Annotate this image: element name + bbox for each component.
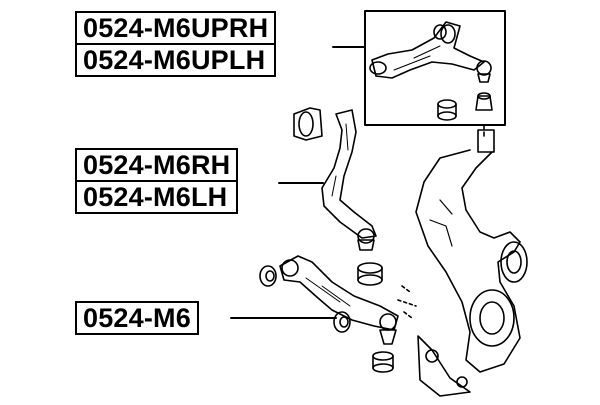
- label-box-mid-link: 0524-M6RH 0524-M6LH: [75, 148, 239, 214]
- ball-joint-boot-mid: [357, 262, 383, 286]
- upper-control-arm: [369, 21, 493, 121]
- detail-frame: [364, 10, 506, 126]
- part-number-upper-rh: 0524-M6UPRH: [83, 13, 269, 43]
- part-number-upper-lh: 0524-M6UPLH: [77, 43, 275, 75]
- steering-knuckle: [397, 129, 528, 397]
- ball-joint-boot-lower: [372, 351, 394, 373]
- part-number-mid-lh: 0524-M6LH: [77, 180, 237, 212]
- part-number-mid-rh: 0524-M6RH: [83, 150, 231, 180]
- lower-control-arm: [259, 255, 399, 345]
- label-box-upper-arm: 0524-M6UPRH 0524-M6UPLH: [75, 11, 277, 77]
- part-number-lower: 0524-M6: [83, 303, 191, 333]
- tension-rod: [293, 107, 377, 251]
- leader-lines: [230, 46, 366, 319]
- label-box-lower-arm: 0524-M6: [75, 301, 199, 335]
